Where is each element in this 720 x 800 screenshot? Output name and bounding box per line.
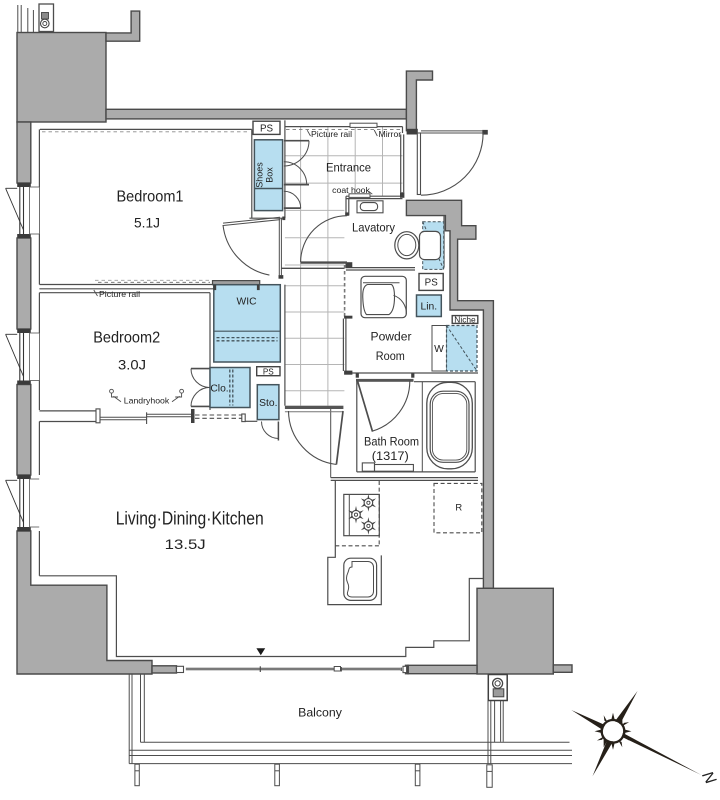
svg-text:W: W	[434, 344, 444, 355]
svg-text:coat hook: coat hook	[332, 185, 370, 195]
svg-text:Clo.: Clo.	[210, 384, 228, 395]
svg-text:Powder: Powder	[371, 330, 412, 344]
svg-text:WIC: WIC	[236, 297, 257, 308]
svg-text:Bath Room: Bath Room	[364, 435, 419, 449]
svg-text:Bedroom1: Bedroom1	[117, 189, 184, 206]
svg-text:R: R	[455, 502, 462, 513]
svg-text:Lin.: Lin.	[420, 302, 437, 313]
svg-text:Landryhook: Landryhook	[124, 395, 170, 405]
svg-text:(1317): (1317)	[372, 449, 409, 463]
svg-text:13.5J: 13.5J	[165, 537, 206, 552]
svg-text:Sto.: Sto.	[259, 398, 277, 409]
svg-text:PS: PS	[263, 367, 274, 376]
svg-text:Bedroom2: Bedroom2	[93, 330, 160, 347]
svg-text:Mirror: Mirror	[379, 129, 402, 139]
svg-text:Shoes: Shoes	[255, 162, 265, 188]
svg-text:PS: PS	[260, 124, 274, 135]
svg-text:Box: Box	[265, 167, 275, 183]
svg-text:3.0J: 3.0J	[118, 358, 146, 373]
svg-text:Lavatory: Lavatory	[352, 221, 396, 235]
svg-text:Entrance: Entrance	[326, 161, 371, 175]
svg-text:5.1J: 5.1J	[134, 216, 160, 231]
svg-text:Niche: Niche	[454, 314, 476, 324]
svg-text:Room: Room	[376, 349, 405, 363]
svg-text:Balcony: Balcony	[298, 706, 343, 720]
svg-text:Picture rail: Picture rail	[311, 129, 352, 139]
svg-text:PS: PS	[425, 277, 439, 288]
svg-text:Picture rail: Picture rail	[99, 289, 140, 299]
svg-text:Living·Dining·Kitchen: Living·Dining·Kitchen	[116, 509, 264, 529]
